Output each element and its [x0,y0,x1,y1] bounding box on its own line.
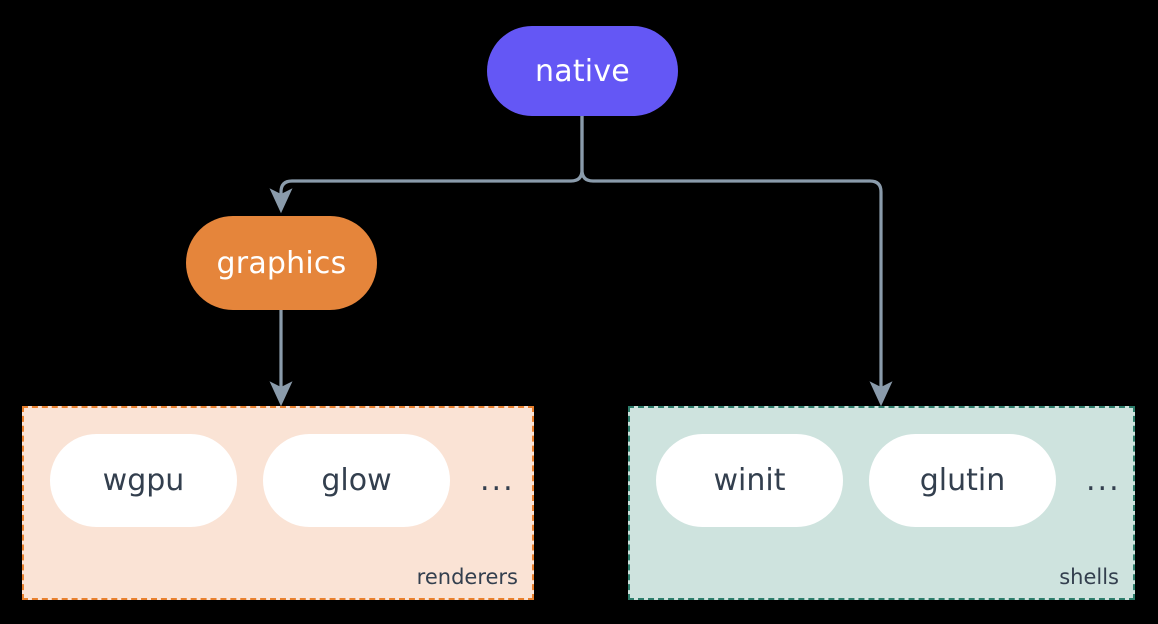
node-native[interactable]: native [487,26,678,116]
renderers-ellipsis: ... [480,463,515,498]
shells-pill-row: winit glutin ... [656,434,1121,527]
cluster-renderers[interactable]: wgpu glow ... renderers [22,406,534,600]
shells-ellipsis: ... [1086,463,1121,498]
arrow-native-shells [580,114,893,407]
list-item-wgpu[interactable]: wgpu [50,434,237,527]
node-graphics[interactable]: graphics [186,216,377,310]
list-item-glutin[interactable]: glutin [869,434,1056,527]
list-item-glow[interactable]: glow [263,434,450,527]
renderers-pill-row: wgpu glow ... [50,434,515,527]
list-item-winit[interactable]: winit [656,434,843,527]
arrow-native-graphics [269,114,584,214]
cluster-shells[interactable]: winit glutin ... shells [628,406,1135,600]
cluster-label-renderers: renderers [416,565,518,589]
cluster-label-shells: shells [1059,565,1119,589]
